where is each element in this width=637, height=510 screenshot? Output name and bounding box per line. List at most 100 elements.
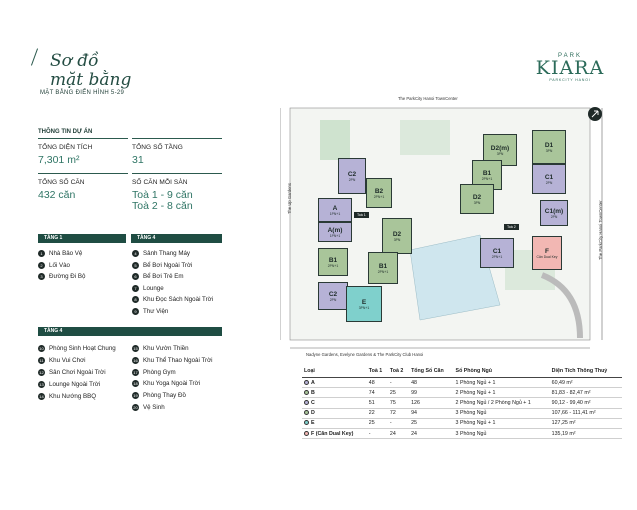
legend-label: Lối Vào (49, 261, 70, 269)
table-cell: 94 (409, 408, 454, 419)
table-cell: 60,49 m² (549, 377, 622, 389)
unit-type-label: D (311, 410, 315, 417)
table-cell: 126 (409, 397, 454, 409)
floors-label: TỔNG SỐ TẦNG (132, 144, 183, 151)
building-sub: 2PN (545, 180, 553, 185)
building-sub: 3PN (496, 151, 504, 156)
legend-number-badge: 14 (38, 393, 45, 401)
building-name: D2 (392, 230, 402, 238)
legend-label: Thư Viện (143, 308, 169, 315)
title-line-2: mặt bằng (50, 70, 132, 90)
col-area: Diện Tích Thông Thuỷ (549, 366, 622, 378)
legend-floor4b-title: TẦNG 4 (38, 327, 222, 336)
table-cell: 48 (409, 377, 454, 389)
table-cell: 24 (409, 428, 454, 440)
table-cell: 22 (366, 408, 388, 419)
table-cell: D (302, 408, 367, 419)
unit-type-label: E (311, 420, 315, 427)
units-label: TỔNG SỐ CĂN (38, 179, 85, 186)
table-cell: - (366, 428, 388, 440)
legend-number-badge: 13 (38, 381, 45, 389)
legend-number-badge: 10 (38, 345, 45, 352)
table-cell: 81,83 - 82,47 m² (549, 387, 622, 399)
table-cell: C (302, 397, 367, 409)
legend-number-badge: 20 (132, 404, 139, 411)
legend-label: Nhà Bảo Vệ (49, 250, 83, 257)
building-sub: 1PN+1 (329, 233, 341, 238)
table-header-row: Loại Toà 1 Toà 2 Tổng Số Căn Số Phòng Ng… (302, 366, 622, 378)
building-name: C2 (328, 290, 338, 298)
tower-2-tag: Toà 2 (504, 224, 519, 230)
garden-area (400, 120, 450, 155)
building-name: B1 (378, 262, 388, 270)
building-sub: 2PN+1 (377, 269, 389, 274)
project-heading: THÔNG TIN DỰ ÁN (38, 129, 93, 135)
building-name: C1 (492, 247, 502, 255)
col-tower1: Toà 1 (366, 366, 388, 378)
road-label-left: The Up Gardens (287, 183, 292, 214)
table-cell: 75 (387, 397, 410, 409)
title-slash (30, 48, 39, 66)
building-sub: 2PN (329, 297, 337, 302)
building-name: E (361, 298, 367, 306)
legend-label: Phòng Sinh Hoạt Chung (49, 345, 116, 352)
building-name: A(m) (327, 226, 343, 234)
unit-color-swatch (304, 420, 309, 426)
road-label-bottom: Nadyne Gardens, Evelyne Gardens & The Pa… (306, 352, 424, 357)
legend-label: Khu Vườn Thiền (143, 345, 189, 352)
legend-number-badge: 4 (132, 250, 139, 257)
building-sub: 3PN (473, 200, 481, 205)
legend-label: Đường Đi Bộ (49, 273, 86, 281)
ramp (540, 272, 583, 339)
table-cell: 3 Phòng Ngủ (453, 428, 550, 440)
legend-number-badge: 12 (38, 369, 45, 377)
legend-number-badge: 6 (132, 273, 139, 281)
page-subtitle: MẶT BẰNG ĐIỂN HÌNH 5-29 (40, 90, 125, 96)
table-cell: 90,12 - 99,40 m² (549, 397, 622, 409)
table-cell: 1 Phòng Ngủ + 1 (453, 377, 550, 389)
building-sub: 2PN (348, 177, 356, 182)
legend-label: Khu Yoga Ngoài Trời (143, 380, 201, 388)
legend-number-badge: 5 (132, 261, 139, 269)
table-cell: 25 (366, 418, 388, 429)
legend-label: Phòng Thay Đồ (143, 392, 186, 400)
table-cell: A (302, 377, 367, 389)
brand-main: KIARA (535, 57, 605, 79)
table-cell: 48 (366, 377, 388, 389)
unit-type-label: A (311, 379, 315, 386)
table-cell: 72 (387, 408, 410, 419)
building-name: B2 (374, 187, 384, 195)
legend-label: Sân Chơi Ngoài Trời (49, 369, 106, 377)
table-cell: 3 Phòng Ngủ + 1 (453, 418, 550, 429)
building-sub: 2PN+1 (373, 194, 385, 199)
title-line-1: Sơ đồ (50, 51, 99, 71)
divider (38, 173, 128, 174)
col-bedrooms: Số Phòng Ngủ (453, 366, 550, 378)
brand-sub: PARKCITY HANOI (549, 78, 591, 82)
north-arrow-glyph (591, 110, 599, 118)
per-floor-line-1: Toà 1 - 9 căn (132, 189, 193, 201)
legend-number-badge: 16 (132, 356, 139, 364)
legend-floor1-title: TẦNG 1 (38, 234, 126, 243)
brand-top: PARK (558, 53, 582, 59)
building-sub: 3PN+1 (358, 305, 370, 310)
unit-color-swatch (304, 430, 309, 436)
legend-label: Lounge (143, 284, 164, 292)
